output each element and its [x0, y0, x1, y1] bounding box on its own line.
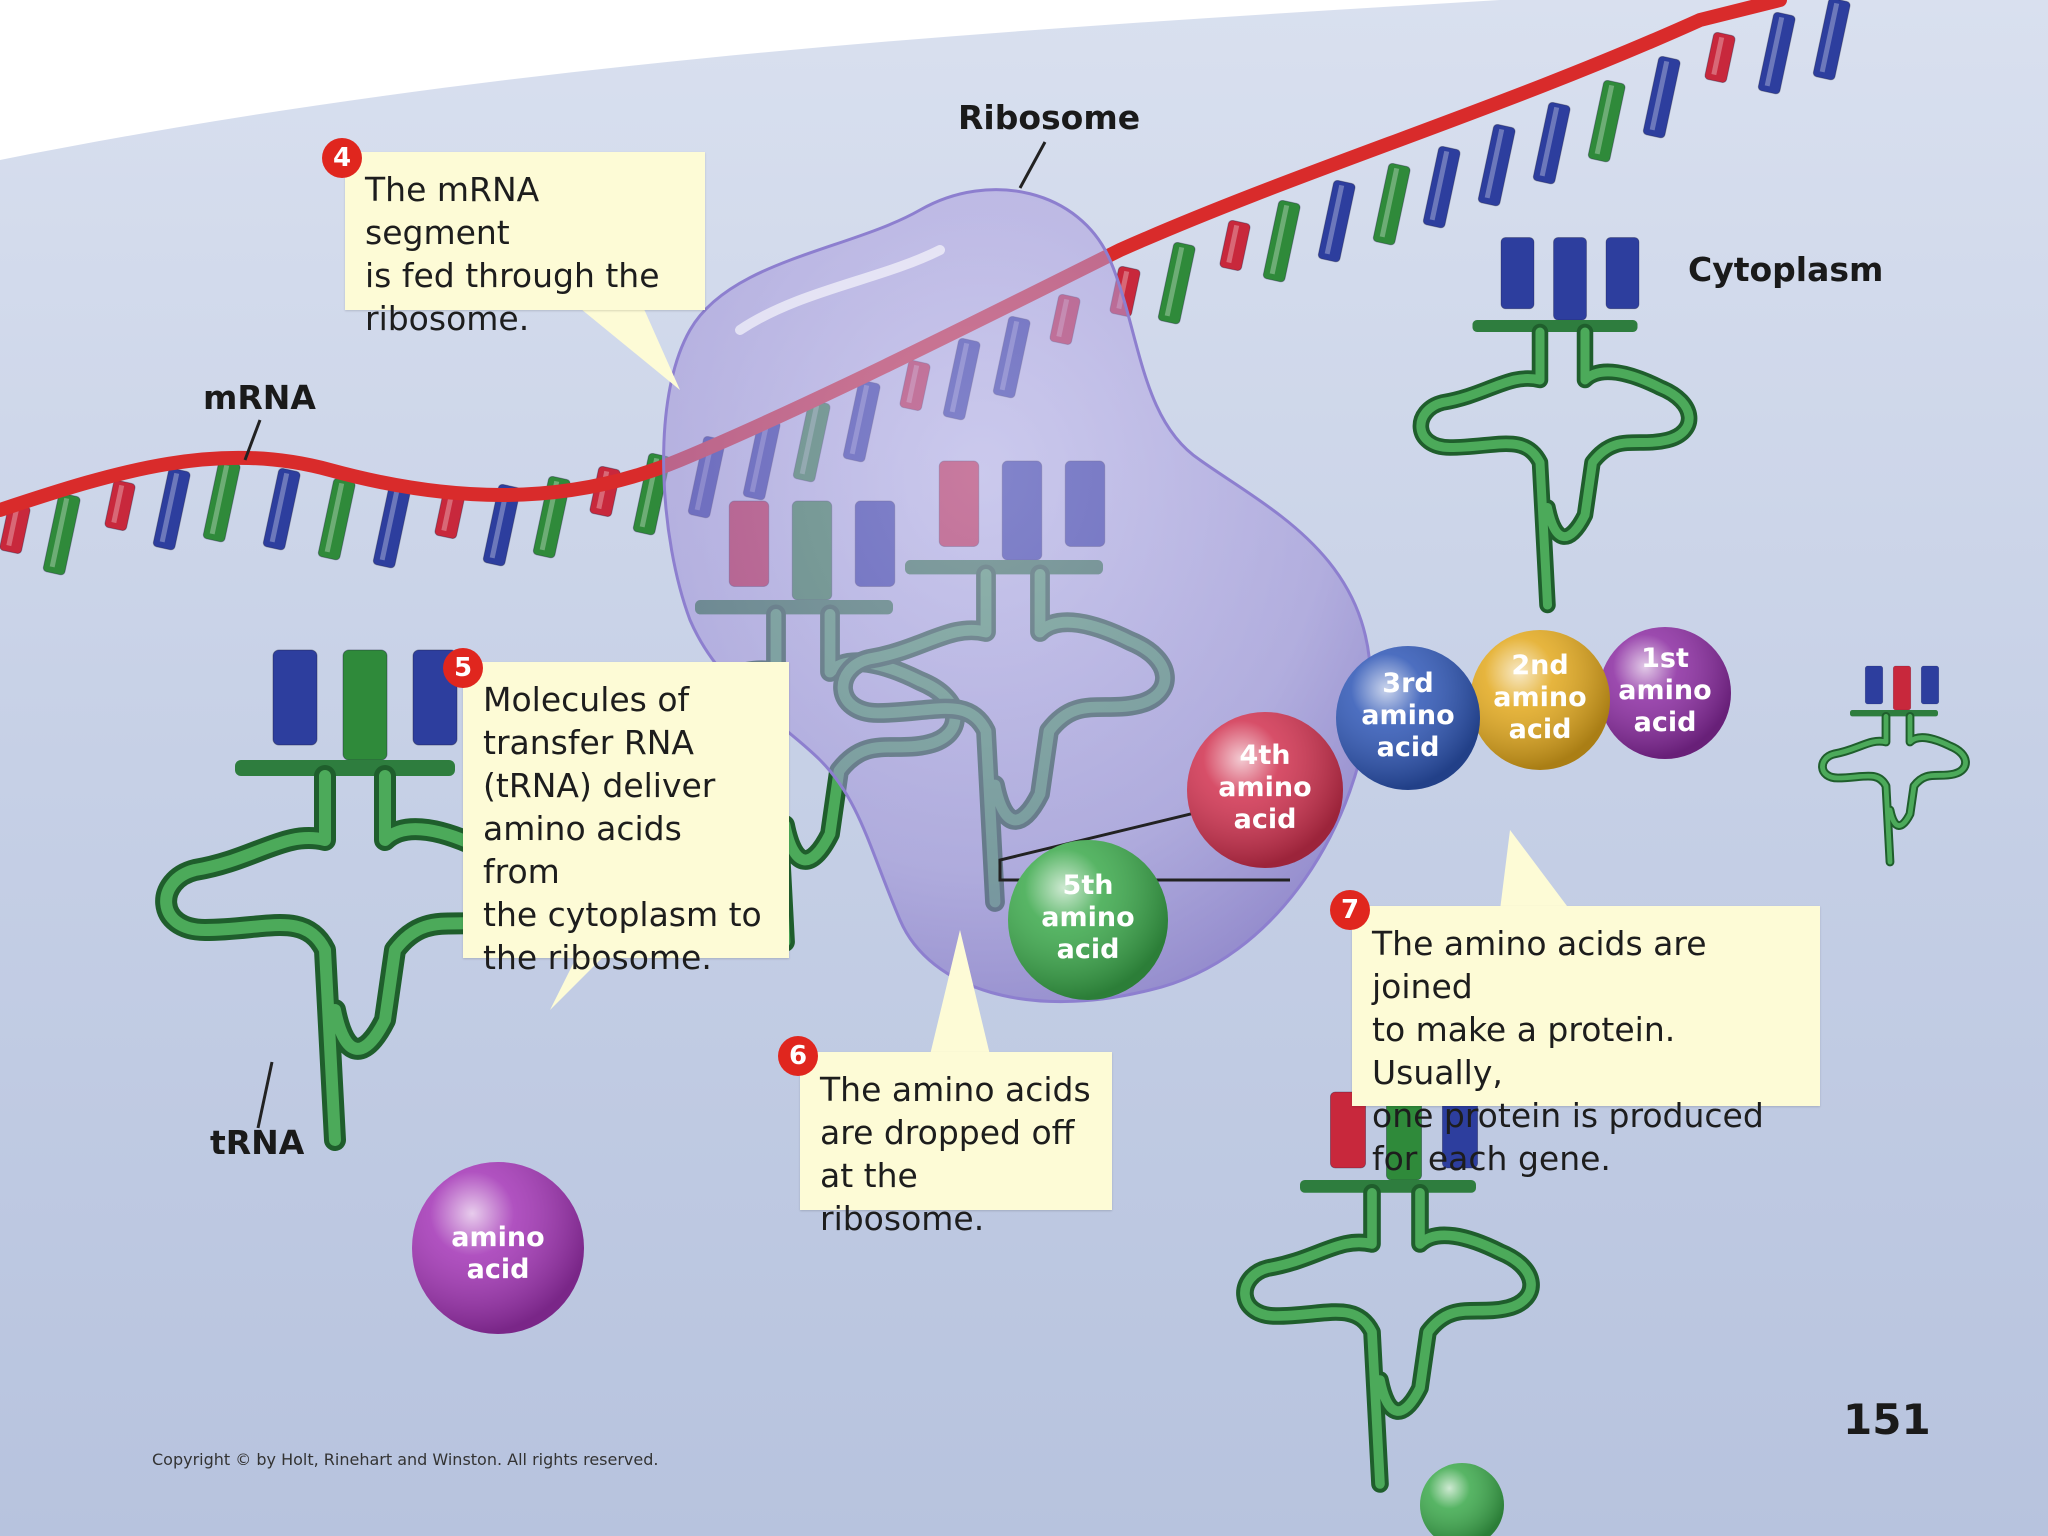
- trna-label: tRNA: [210, 1123, 304, 1162]
- step-6-badge: 6: [778, 1036, 818, 1076]
- amino-acid-label: acid: [1234, 804, 1297, 835]
- amino-acid-label: amino: [1361, 700, 1454, 731]
- amino-acid-label: acid: [467, 1254, 530, 1285]
- amino-acid-label: acid: [1057, 934, 1120, 965]
- step-7-badge: 7: [1330, 890, 1370, 930]
- amino-acid-label: amino: [1618, 675, 1711, 706]
- callout-step-5: Molecules of transfer RNA (tRNA) deliver…: [463, 662, 789, 958]
- mrna-label: mRNA: [203, 378, 316, 417]
- amino-acid-label: amino: [451, 1222, 544, 1253]
- callout-step-6: The amino acids are dropped off at the r…: [800, 1052, 1112, 1210]
- amino-acid-label: 5th: [1063, 870, 1114, 901]
- amino-acid-label: amino: [1218, 772, 1311, 803]
- step-4-badge: 4: [322, 138, 362, 178]
- amino-acid-label: acid: [1634, 707, 1697, 738]
- callout-step-7: The amino acids are joined to make a pro…: [1352, 906, 1820, 1106]
- amino-acid-label: 3rd: [1382, 668, 1433, 699]
- amino-acid-label: 1st: [1641, 643, 1689, 674]
- copyright-notice: Copyright © by Holt, Rinehart and Winsto…: [152, 1450, 658, 1469]
- step-5-badge: 5: [443, 648, 483, 688]
- amino-acid-label: acid: [1377, 732, 1440, 763]
- callout-step-4: The mRNA segment is fed through the ribo…: [345, 152, 705, 310]
- amino-acid-label: 4th: [1240, 740, 1291, 771]
- cytoplasm-label: Cytoplasm: [1688, 250, 1883, 289]
- amino-acid-label: acid: [1509, 714, 1572, 745]
- amino-acid-label: 2nd: [1511, 650, 1568, 681]
- ribosome-label: Ribosome: [958, 98, 1140, 137]
- page-number: 151: [1843, 1395, 1931, 1444]
- amino-acid-label: amino: [1493, 682, 1586, 713]
- amino-acid-label: amino: [1041, 902, 1134, 933]
